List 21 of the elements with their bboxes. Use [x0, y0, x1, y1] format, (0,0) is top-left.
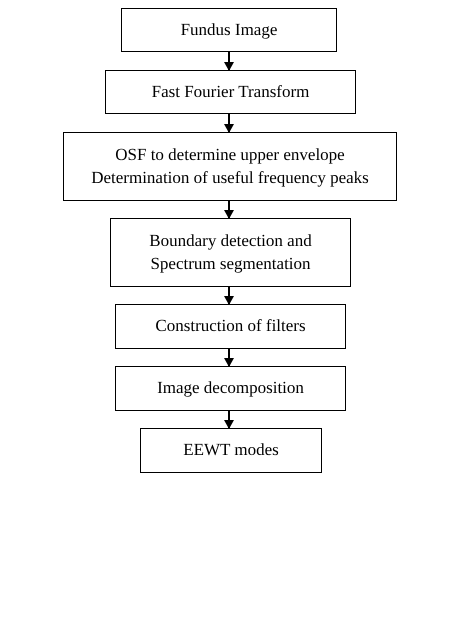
step-text: OSF to determine upper envelope	[115, 144, 345, 166]
arrow	[224, 287, 234, 305]
step-text: Determination of useful frequency peaks	[91, 166, 369, 189]
process-box	[140, 428, 322, 473]
step-text: Construction of filters	[155, 315, 306, 338]
step-text: Boundary detection and Spectrum segmentation	[148, 230, 313, 275]
process-box	[121, 8, 337, 52]
step-text: Fast Fourier Transform	[152, 80, 310, 103]
arrow	[224, 349, 234, 367]
step-text: Image decomposition	[157, 377, 304, 400]
arrow	[224, 201, 234, 219]
step-text: EEWT modes	[183, 439, 279, 462]
process-box	[115, 304, 346, 349]
arrow	[224, 52, 234, 71]
process-box	[63, 132, 397, 201]
process-box	[105, 70, 356, 114]
arrow	[224, 114, 234, 133]
process-box	[115, 366, 346, 411]
step-text: Fundus Image	[180, 18, 278, 41]
process-box	[110, 218, 351, 287]
arrow	[224, 411, 234, 429]
